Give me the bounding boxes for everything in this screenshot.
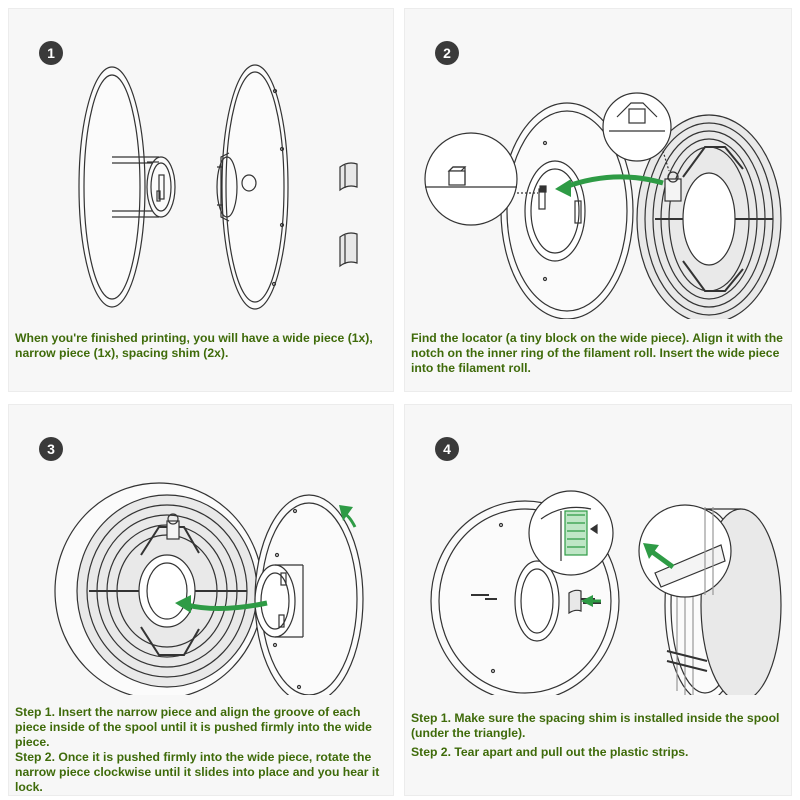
shim-and-strips-diagram (430, 490, 782, 695)
filament-roll-icon (636, 114, 782, 319)
step-panel-3: 3 (8, 404, 394, 796)
spacing-shim-icon (568, 589, 582, 615)
step-caption: Find the locator (a tiny block on the wi… (411, 331, 783, 375)
spacing-shim-icon (339, 162, 358, 268)
magnifier-callout-icon (602, 92, 672, 172)
step-caption-line-1: Step 1. Insert the narrow piece and alig… (15, 705, 372, 749)
magnifier-callout-icon (424, 132, 538, 226)
spool-parts-diagram (78, 64, 358, 310)
wide-piece-hub-icon (146, 156, 176, 218)
narrow-piece-icon (216, 64, 289, 310)
step-caption-line-1: Step 1. Make sure the spacing shim is in… (411, 711, 780, 740)
step-number-badge: 2 (435, 41, 459, 65)
green-arrow-icon (581, 543, 675, 607)
step-panel-2: 2 (404, 8, 792, 392)
narrow-piece-icon (254, 494, 364, 695)
magnifier-callout-icon (528, 490, 614, 576)
rotate-arrow-icon (339, 505, 357, 528)
green-arrow-icon (175, 595, 268, 613)
step-panel-1: 1 (8, 8, 394, 392)
narrow-piece-insert-diagram (54, 482, 364, 695)
step-number-badge: 3 (39, 437, 63, 461)
step-number-badge: 4 (435, 437, 459, 461)
wide-piece-flange-icon (78, 66, 161, 308)
green-arrow-icon (555, 174, 664, 197)
step-caption-line-2: Step 2. Once it is pushed firmly into th… (15, 750, 380, 794)
locator-alignment-diagram (424, 92, 782, 319)
magnifier-callout-icon (638, 504, 732, 598)
step-caption-line-2: Step 2. Tear apart and pull out the plas… (411, 745, 689, 759)
step-panel-4: 4 (404, 404, 792, 796)
step-number-badge: 1 (39, 41, 63, 65)
filament-roll-icon (54, 482, 264, 695)
step-caption: When you're finished printing, you will … (15, 331, 373, 360)
